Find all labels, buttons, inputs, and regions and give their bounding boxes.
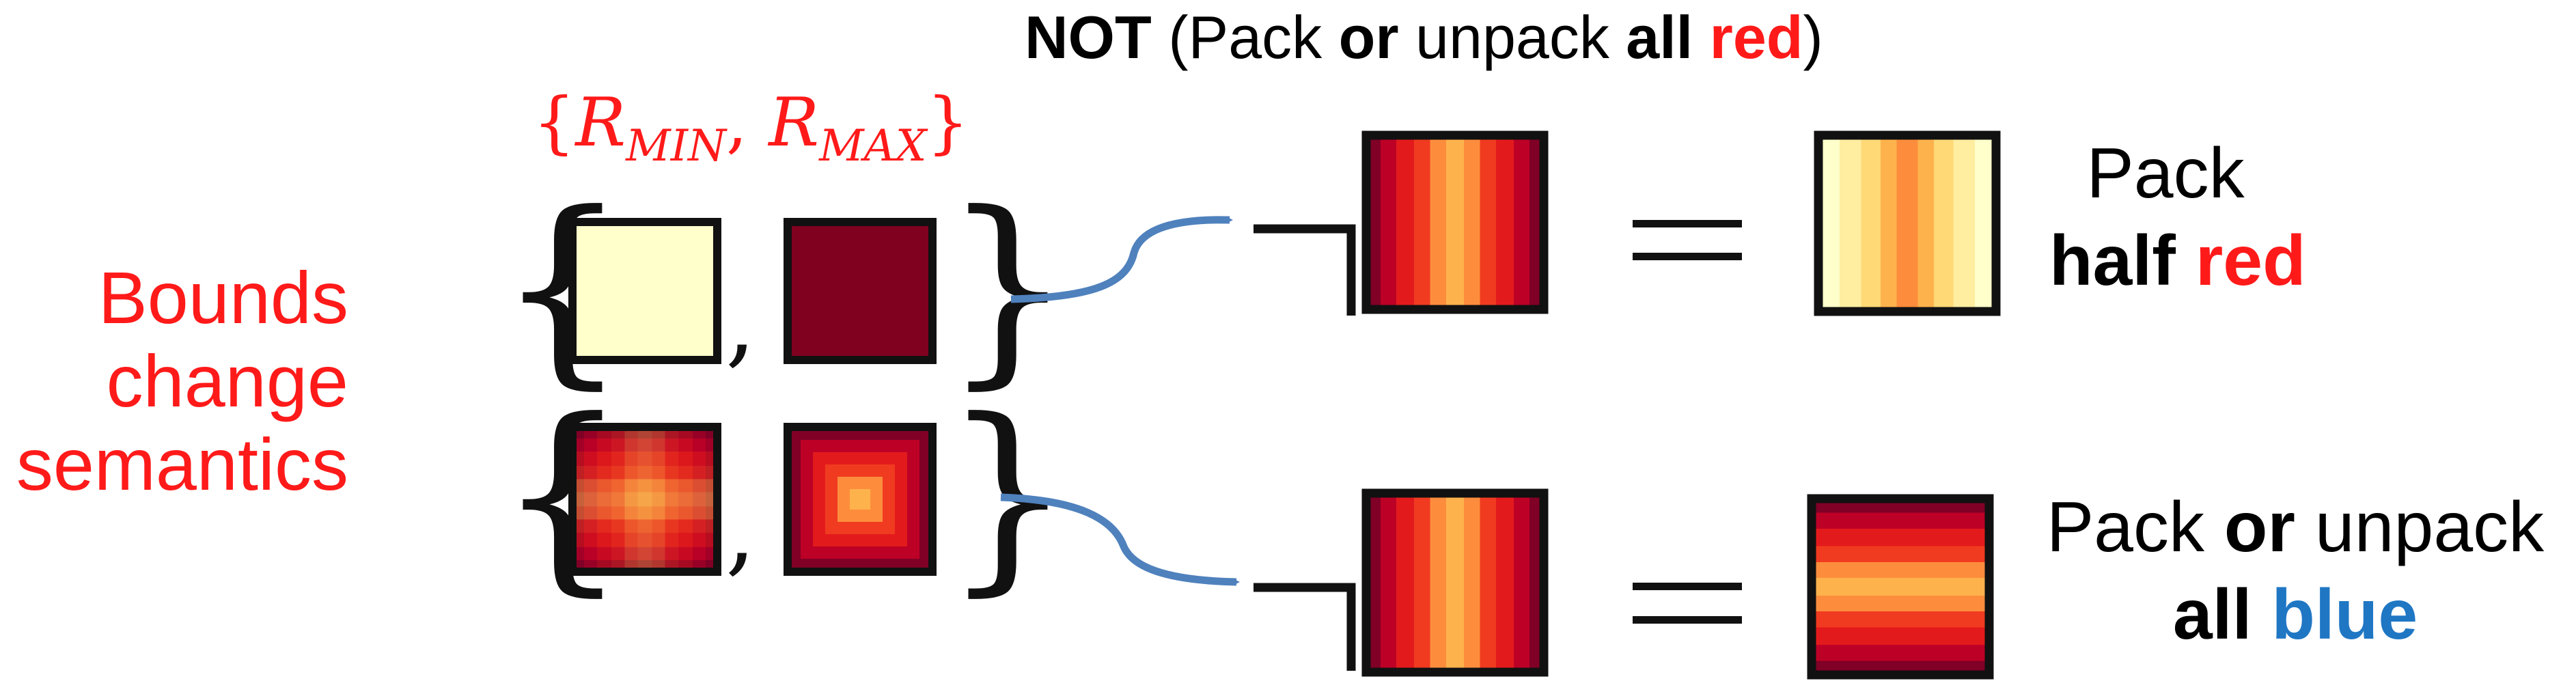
headline-or: or	[1338, 3, 1399, 71]
headline-red: red	[1709, 3, 1803, 71]
bottom-negation-icon	[1254, 583, 1356, 671]
top-negated-vertical-stripes-icon	[1361, 130, 1549, 314]
top-curved-arrow-icon	[1010, 216, 1233, 303]
top-set-comma: ,	[725, 267, 756, 378]
rmin-symbol: R	[575, 84, 626, 162]
rmax-dark-red-square-icon	[784, 218, 937, 364]
headline-mid: unpack	[1398, 3, 1626, 71]
headline: NOT (Pack or unpack all red)	[1025, 0, 1823, 75]
bottom-result-horizontal-stripes-icon	[1807, 494, 1994, 680]
bounds-label: Bounds change semantics	[7, 256, 348, 506]
top-set: { , }	[497, 169, 1073, 407]
top-result-light-stripes-icon	[1814, 130, 2001, 316]
bounds-label-line2: change	[106, 339, 348, 422]
bottom-set-comma: ,	[725, 475, 756, 587]
top-set-close-brace: }	[943, 169, 1073, 407]
bounds-label-line1: Bounds	[98, 256, 348, 339]
bounds-label-line3: semantics	[16, 423, 348, 505]
rmax-symbol: R	[768, 84, 820, 162]
cross-pattern-square-icon	[568, 423, 721, 576]
headline-all: all	[1626, 3, 1693, 71]
rmin-rmax-set-label: {RMIN, RMAX}	[533, 84, 969, 171]
headline-close: )	[1803, 3, 1823, 71]
top-equals-icon	[1633, 220, 1742, 260]
top-negation-icon	[1254, 224, 1356, 316]
headline-not: NOT	[1025, 3, 1152, 71]
bottom-negated-vertical-stripes-icon	[1361, 488, 1549, 677]
result-top-label: Pack half red	[2049, 134, 2306, 301]
bottom-set: { , }	[497, 376, 1073, 614]
bottom-equals-icon	[1633, 583, 1742, 624]
result-bottom-label: Pack or unpack all blue	[2046, 488, 2545, 654]
headline-open: (Pack	[1151, 3, 1339, 71]
rmin-pale-square-icon	[568, 218, 721, 364]
bottom-curved-arrow-icon	[1000, 493, 1240, 586]
concentric-square-icon	[784, 423, 937, 576]
